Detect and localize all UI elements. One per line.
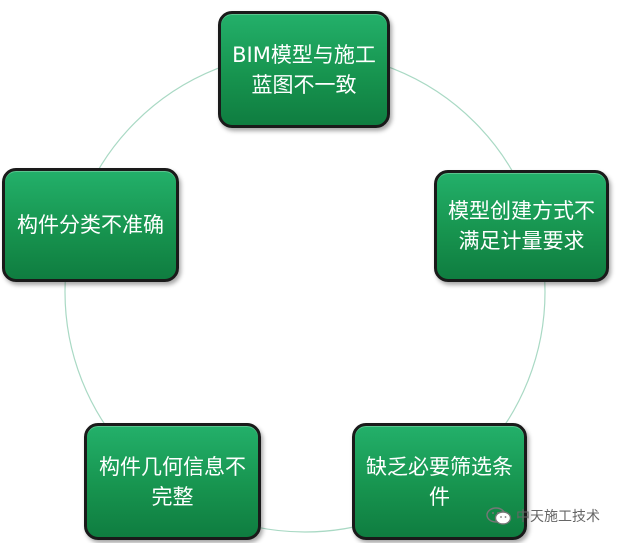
node-label: 模型创建方式不满足计量要求 <box>448 199 595 253</box>
watermark: 中天施工技术 <box>486 506 600 526</box>
watermark-text: 中天施工技术 <box>516 509 600 525</box>
node-modeling-method: 模型创建方式不满足计量要求 <box>434 170 609 282</box>
node-label: 构件分类不准确 <box>17 213 164 237</box>
node-label: 构件几何信息不完整 <box>99 454 246 509</box>
node-incomplete-geometry: 构件几何信息不完整 <box>84 423 261 540</box>
node-label: 缺乏必要筛选条件 <box>366 454 513 509</box>
node-inaccurate-classification: 构件分类不准确 <box>2 168 179 282</box>
node-label: BIM模型与施工蓝图不一致 <box>232 42 376 97</box>
wechat-icon <box>486 507 512 525</box>
node-bim-model-mismatch: BIM模型与施工蓝图不一致 <box>218 11 390 128</box>
